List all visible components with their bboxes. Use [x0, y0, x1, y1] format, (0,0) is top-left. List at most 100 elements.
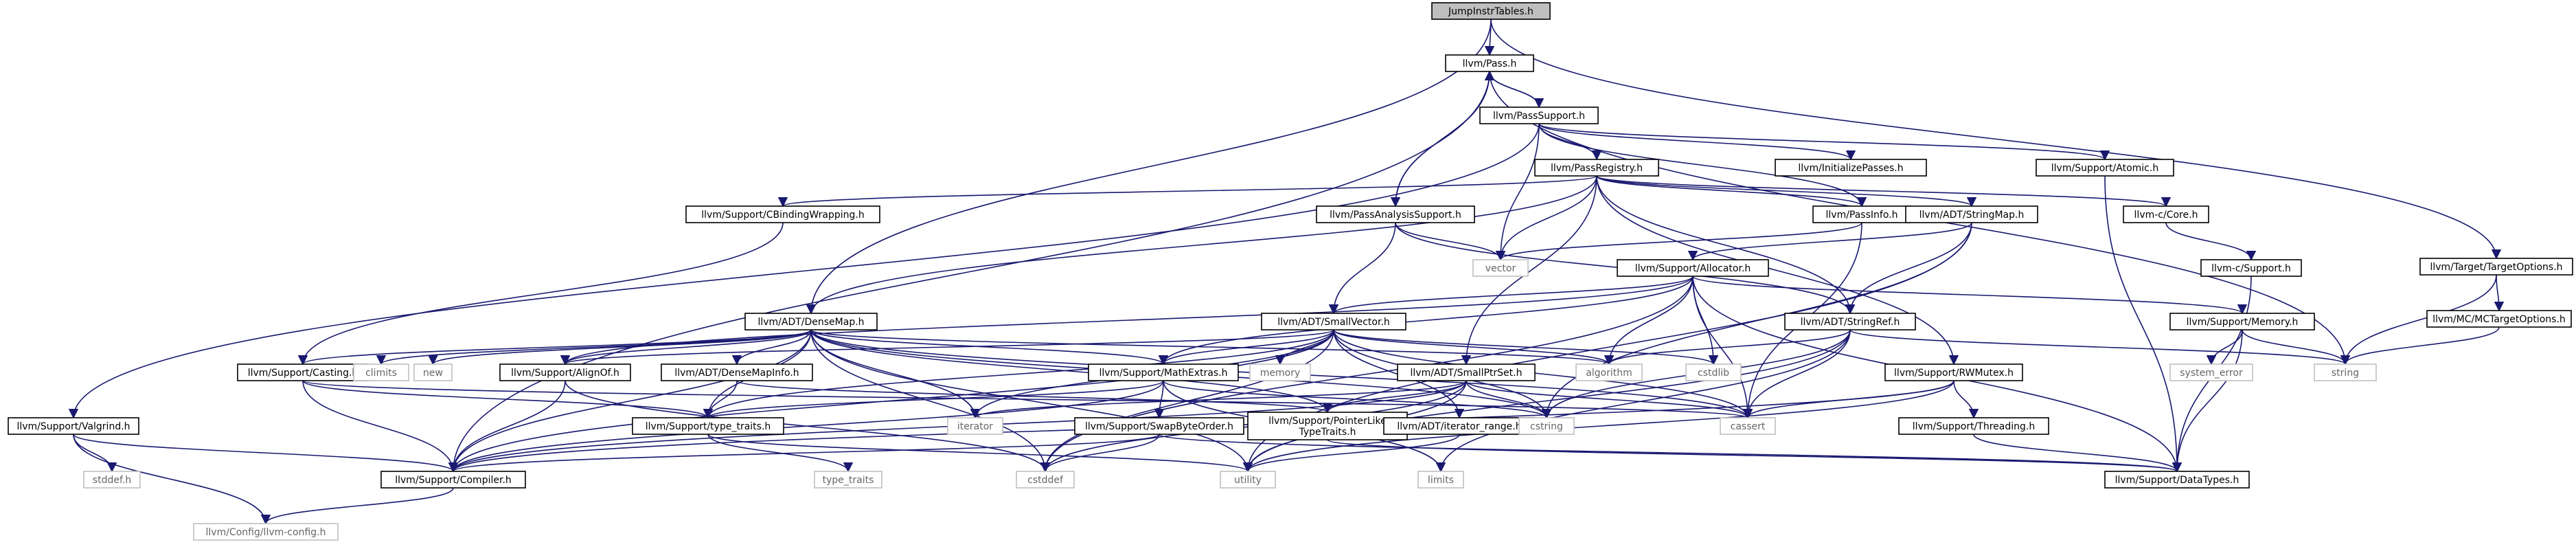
- edge-passregistry-to-densemap: [806, 175, 1597, 315]
- edge-memory-to-string: [2242, 329, 2351, 366]
- node-swapbyteorder[interactable]: llvm/Support/SwapByteOrder.h: [1074, 417, 1244, 435]
- node-label: system_error: [2180, 368, 2243, 379]
- edge-allocator-to-algorithm: [1604, 276, 1694, 366]
- edge-densemap-to-new: [428, 329, 812, 366]
- node-densemap[interactable]: llvm/ADT/DenseMap.h: [744, 313, 878, 330]
- node-cstddef: cstddef: [1016, 471, 1075, 489]
- node-cstdlib: cstdlib: [1685, 363, 1742, 381]
- node-stringref[interactable]: llvm/ADT/StringRef.h: [1784, 313, 1916, 330]
- node-box: [1720, 417, 1776, 435]
- node-mctargetoptions[interactable]: llvm/MC/MCTargetOptions.h: [2426, 310, 2572, 328]
- edge-mathextras-to-compiler: [448, 380, 1164, 473]
- node-densemapinfo[interactable]: llvm/ADT/DenseMapInfo.h: [661, 363, 813, 381]
- node-passinfo[interactable]: llvm/PassInfo.h: [1812, 205, 1911, 223]
- node-label: llvm/Support/type_traits.h: [646, 421, 771, 432]
- edge-smallvector-to-iterrange: [1333, 329, 1465, 419]
- node-datatypes[interactable]: llvm/Support/DataTypes.h: [2104, 471, 2250, 489]
- node-label: llvm/Config/llvm-config.h: [206, 527, 326, 538]
- edge-typetraits-to-stdtypetraits: [707, 434, 854, 473]
- node-pass[interactable]: llvm/Pass.h: [1445, 54, 1534, 72]
- edge-mutex-to-utility: [1243, 380, 1954, 473]
- node-typetraits[interactable]: llvm/Support/type_traits.h: [632, 417, 784, 435]
- node-box: [2169, 363, 2253, 381]
- node-utility: utility: [1220, 471, 1276, 489]
- node-memoryh: memory: [1249, 363, 1311, 381]
- node-llvmccore[interactable]: llvm-c/Core.h: [2123, 205, 2209, 223]
- edge-smallvector-to-algorithm: [1333, 329, 1614, 366]
- node-box: [1383, 417, 1536, 435]
- node-threading[interactable]: llvm/Support/Threading.h: [1898, 417, 2049, 435]
- node-label: llvm/ADT/SmallVector.h: [1277, 317, 1390, 328]
- node-label: llvm/Support/MathExtras.h: [1099, 368, 1227, 379]
- node-box: [1518, 417, 1575, 435]
- edge-pointerlike-to-datatypes: [1327, 439, 2182, 473]
- edge-smallvector-to-cstdlib: [1333, 329, 1718, 366]
- edge-mathextras-to-swapbyteorder: [1154, 380, 1165, 419]
- node-atomic[interactable]: llvm/Support/Atomic.h: [2036, 159, 2174, 177]
- node-llvmcsupport[interactable]: llvm-c/Support.h: [2200, 259, 2302, 277]
- edge-passregistry-to-cbinding: [778, 175, 1597, 208]
- edge-passregistry-to-llvmccore: [1596, 175, 2171, 208]
- node-label: cstdlib: [1698, 368, 1729, 379]
- edge-compiler-to-llvmconfig: [260, 487, 454, 525]
- node-box: [744, 313, 878, 330]
- edge-casting-to-typetraits: [302, 380, 713, 419]
- nodes-layer: JumpInstrTables.h llvm/Pass.h llvm/PassSup…: [8, 2, 2573, 541]
- edge-swapbyteorder-to-cstddef: [1040, 434, 1160, 473]
- edge-passsupport-to-valgrind: [68, 123, 1540, 419]
- node-allocator[interactable]: llvm/Support/Allocator.h: [1617, 259, 1769, 277]
- node-stringmap[interactable]: llvm/ADT/StringMap.h: [1905, 205, 2038, 223]
- node-label: llvm/PassAnalysisSupport.h: [1330, 210, 1461, 221]
- node-label: utility: [1234, 475, 1262, 486]
- node-box: [193, 523, 339, 541]
- node-targetoptions[interactable]: llvm/Target/TargetOptions.h: [2419, 258, 2573, 276]
- node-box: [1074, 417, 1244, 435]
- node-mathextras[interactable]: llvm/Support/MathExtras.h: [1088, 363, 1239, 381]
- node-box: [1431, 2, 1551, 20]
- node-cbinding[interactable]: llvm/Support/CBindingWrapping.h: [685, 205, 880, 223]
- node-passregistry[interactable]: llvm/PassRegistry.h: [1534, 159, 1659, 177]
- node-smallvector[interactable]: llvm/ADT/SmallVector.h: [1261, 313, 1406, 330]
- node-passsupport[interactable]: llvm/PassSupport.h: [1479, 107, 1599, 124]
- edge-stringref-to-cassert: [1742, 329, 1851, 419]
- node-stddef: stddef.h: [83, 471, 141, 489]
- node-compiler[interactable]: llvm/Support/Compiler.h: [380, 471, 526, 489]
- edge-passanalysis-to-vector: [1395, 222, 1506, 261]
- node-label: llvm/Support/AlignOf.h: [511, 368, 619, 379]
- node-label: llvm/ADT/StringMap.h: [1919, 210, 2025, 221]
- node-casting[interactable]: llvm/Support/Casting.h: [237, 363, 369, 381]
- node-initpasses[interactable]: llvm/InitializePasses.h: [1775, 159, 1927, 177]
- node-label: cstddef: [1027, 475, 1064, 486]
- node-label: JumpInstrTables.h: [1448, 6, 1534, 17]
- node-label: llvm/Support/RWMutex.h: [1894, 368, 2014, 379]
- edge-densemap-to-algorithm: [810, 329, 1614, 366]
- edge-casting-to-compiler: [302, 380, 459, 473]
- node-box: [2036, 159, 2174, 177]
- node-label: stddef.h: [93, 475, 131, 486]
- node-cstring: cstring: [1518, 417, 1575, 435]
- edge-mathextras-to-typetraits: [703, 380, 1164, 419]
- edge-pass-to-compiler: [448, 71, 1490, 473]
- node-smallptrset[interactable]: llvm/ADT/SmallPtrSet.h: [1397, 363, 1536, 381]
- edge-allocator-to-memory: [1692, 276, 2247, 315]
- node-label: llvm/Support/Atomic.h: [2051, 163, 2158, 174]
- node-alignof[interactable]: llvm/Support/AlignOf.h: [499, 363, 631, 381]
- edge-swapbyteorder-to-datatypes: [1159, 434, 2182, 473]
- node-iterrange[interactable]: llvm/ADT/iterator_range.h: [1383, 417, 1536, 435]
- node-box: [2104, 471, 2250, 489]
- node-memory[interactable]: llvm/Support/Memory.h: [2169, 313, 2315, 330]
- edge-root-to-densemap: [806, 19, 1492, 315]
- node-root[interactable]: JumpInstrTables.h: [1431, 2, 1551, 20]
- edge-densemap-to-casting: [298, 329, 812, 366]
- edge-densemap-to-utility: [810, 329, 1253, 473]
- node-box: [1685, 363, 1742, 381]
- node-valgrind[interactable]: llvm/Support/Valgrind.h: [8, 417, 139, 435]
- node-mutex[interactable]: llvm/Support/RWMutex.h: [1884, 363, 2023, 381]
- node-label: new: [423, 368, 443, 379]
- node-label: string: [2332, 368, 2359, 379]
- edge-stringref-to-algorithm: [1604, 329, 1851, 366]
- node-box: [2426, 310, 2572, 328]
- node-passanalysis[interactable]: llvm/PassAnalysisSupport.h: [1316, 205, 1475, 223]
- edge-valgrind-to-compiler: [73, 434, 458, 473]
